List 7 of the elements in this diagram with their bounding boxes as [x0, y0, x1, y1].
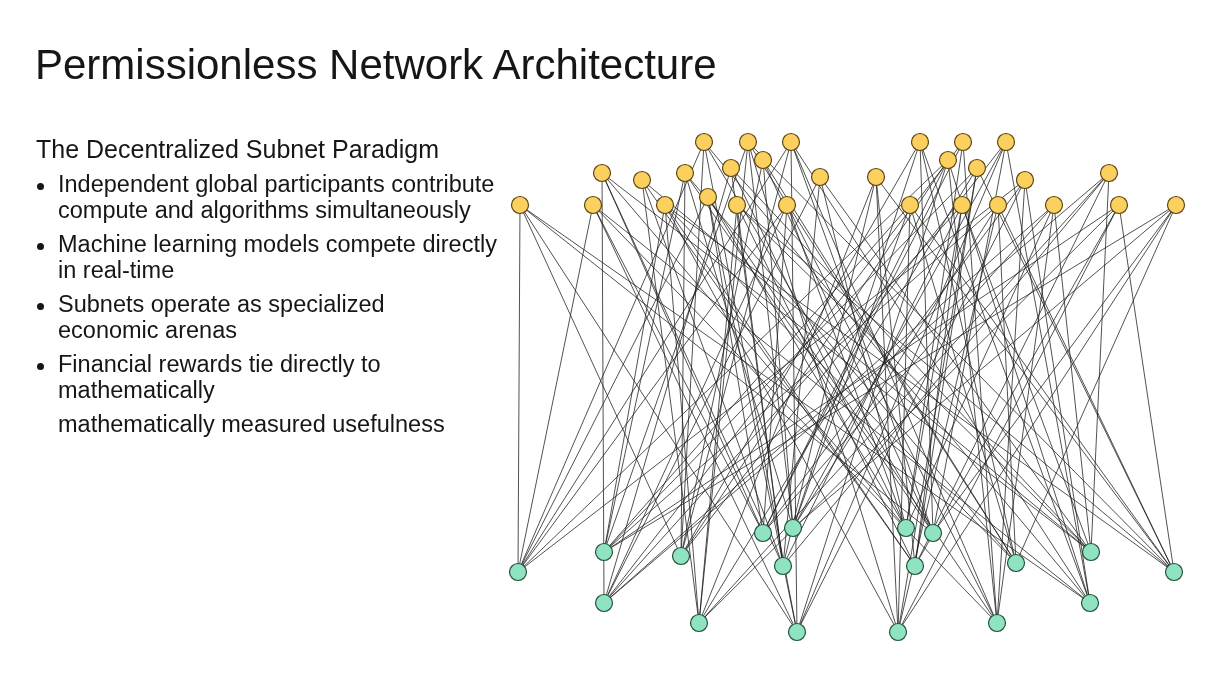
- section-heading: The Decentralized Subnet Paradigm: [36, 134, 439, 164]
- body-text: mathematically measured usefulness: [58, 411, 445, 437]
- slide-title: Permissionless Network Architecture: [35, 40, 717, 90]
- bullet-item: Financial rewards tie directly to mathematically: [58, 351, 382, 403]
- bullet-item: Machine learning models compete directly in real-time: [58, 231, 498, 283]
- bullet-item: Subnets operate as specialized economic arenas: [58, 291, 386, 343]
- bullet-item: Independent global participants contribute compute and algorithms simultaneously: [58, 171, 496, 223]
